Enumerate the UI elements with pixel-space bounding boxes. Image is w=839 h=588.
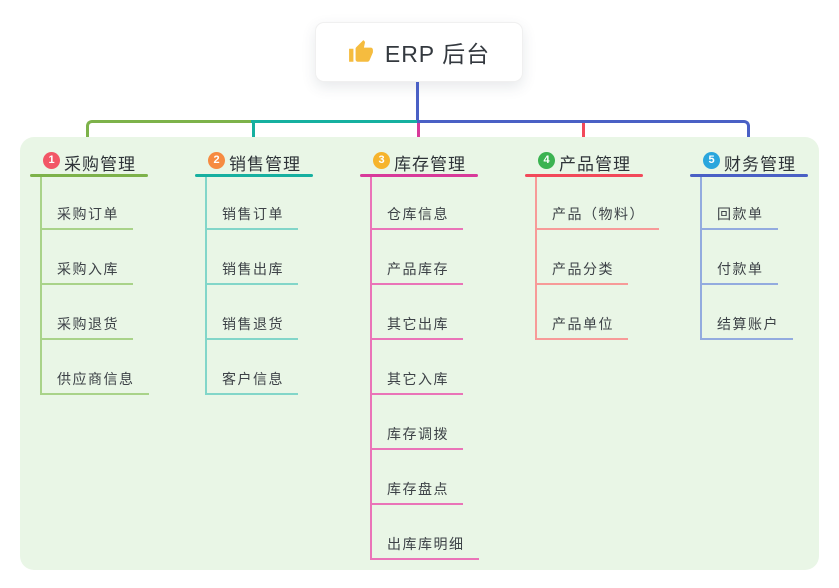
leaf-node[interactable]: 仓库信息 (370, 202, 463, 230)
leaf-node[interactable]: 付款单 (700, 257, 778, 285)
branch-node-1[interactable]: 采购管理 (64, 155, 136, 174)
leaf-node[interactable]: 回款单 (700, 202, 778, 230)
branch-number-badge: 1 (43, 152, 60, 169)
leaf-node[interactable]: 结算账户 (700, 312, 793, 340)
leaf-node[interactable]: 其它出库 (370, 312, 463, 340)
branch-number-badge: 4 (538, 152, 555, 169)
branch-children-line (40, 177, 42, 395)
branch-number-badge: 3 (373, 152, 390, 169)
leaf-node[interactable]: 销售订单 (205, 202, 298, 230)
branch-underline (30, 174, 148, 177)
root-node[interactable]: ERP 后台 (315, 22, 523, 82)
leaf-node[interactable]: 产品（物料） (535, 202, 659, 230)
leaf-node[interactable]: 产品分类 (535, 257, 628, 285)
leaf-node[interactable]: 采购退货 (40, 312, 133, 340)
thumbs-up-icon (348, 40, 373, 62)
leaf-node[interactable]: 库存盘点 (370, 477, 463, 505)
root-label: ERP 后台 (384, 41, 491, 67)
leaf-node[interactable]: 销售出库 (205, 257, 298, 285)
connector-bus-branch2 (251, 120, 419, 123)
leaf-node[interactable]: 采购订单 (40, 202, 133, 230)
leaf-node[interactable]: 采购入库 (40, 257, 133, 285)
connector-root-line (416, 82, 419, 122)
branch-underline (525, 174, 643, 177)
branch-children-line (700, 177, 702, 340)
leaf-node[interactable]: 供应商信息 (40, 367, 149, 395)
connector-elbow-branch1 (86, 120, 253, 147)
branch-children-line (535, 177, 537, 340)
connector-drop-branch2 (252, 123, 255, 147)
connector-drop-branch3 (417, 123, 420, 147)
branch-children-line (370, 177, 372, 560)
leaf-node[interactable]: 库存调拨 (370, 422, 463, 450)
branch-node-2[interactable]: 销售管理 (229, 155, 301, 174)
branch-node-5[interactable]: 财务管理 (724, 155, 796, 174)
leaf-node[interactable]: 其它入库 (370, 367, 463, 395)
leaf-node[interactable]: 产品库存 (370, 257, 463, 285)
branch-children-line (205, 177, 207, 395)
branch-node-4[interactable]: 产品管理 (559, 155, 631, 174)
connector-drop-branch4 (582, 123, 585, 147)
branch-underline (195, 174, 313, 177)
branch-node-3[interactable]: 库存管理 (394, 155, 466, 174)
branches-panel (20, 137, 819, 570)
branch-number-badge: 2 (208, 152, 225, 169)
branch-underline (360, 174, 478, 177)
connector-elbow-branch5 (417, 120, 750, 147)
branch-number-badge: 5 (703, 152, 720, 169)
leaf-node[interactable]: 出库库明细 (370, 532, 479, 560)
leaf-node[interactable]: 销售退货 (205, 312, 298, 340)
leaf-node[interactable]: 产品单位 (535, 312, 628, 340)
leaf-node[interactable]: 客户信息 (205, 367, 298, 395)
branch-underline (690, 174, 808, 177)
